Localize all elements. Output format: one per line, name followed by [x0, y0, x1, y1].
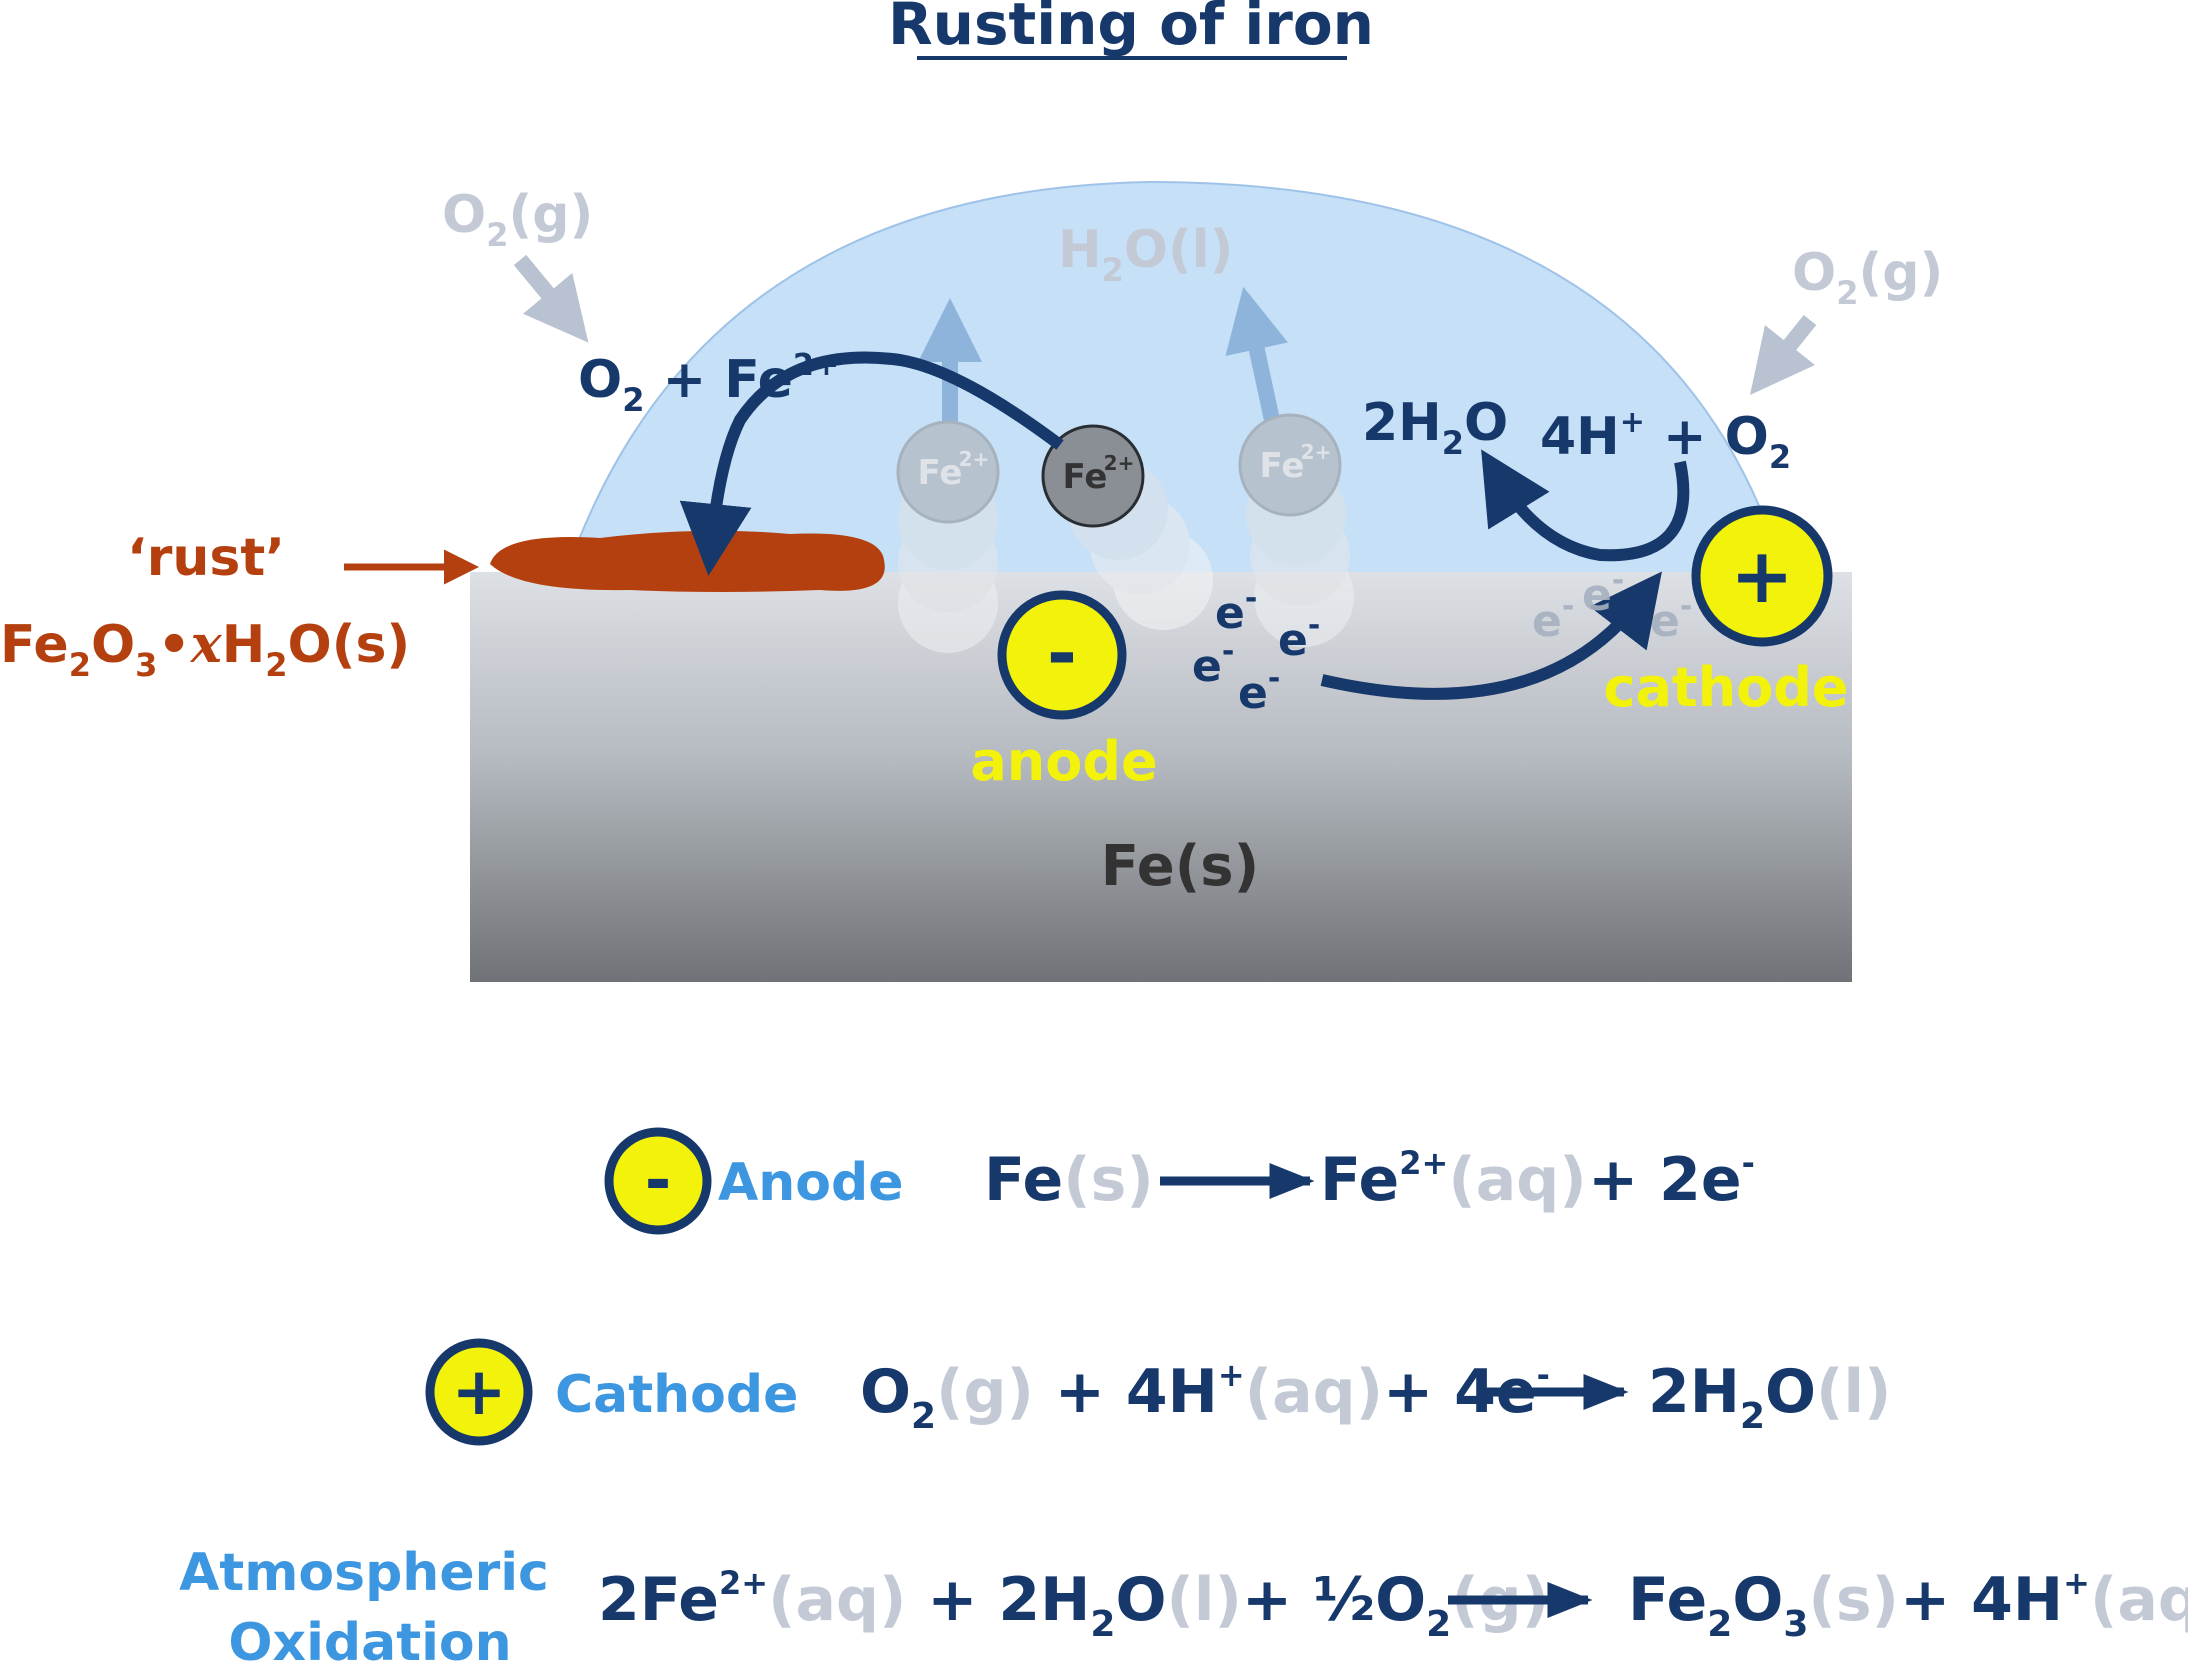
- svg-text:Fe: Fe: [918, 453, 963, 493]
- svg-text:2+: 2+: [959, 447, 990, 471]
- water-droplet: [564, 180, 1761, 575]
- anode-electrons: + 2e-: [1588, 1144, 1755, 1215]
- fe-ion-to-rust-arrow: [679, 351, 1064, 576]
- fe-ion-faded-1: Fe 2+: [896, 420, 1000, 524]
- cathode-product: 2H2O(l): [1648, 1357, 1891, 1437]
- atmospheric-label-line2: Oxidation: [228, 1613, 511, 1668]
- o2-gas-left: O2(g): [442, 185, 593, 254]
- svg-text:e-: e-: [1650, 589, 1692, 647]
- atmospheric-products: Fe2O3(s): [1628, 1565, 1899, 1645]
- iron-label: Fe(s): [1101, 834, 1259, 899]
- cathode-product-label: 2H2O: [1362, 393, 1508, 462]
- svg-text:+: +: [451, 1353, 506, 1430]
- svg-text:e-: e-: [1582, 563, 1624, 621]
- cathode-reaction-arrow: [1481, 449, 1690, 562]
- atmospheric-reactants: 2Fe2+(aq) + 2H2O(l)+ ½O2(g): [598, 1564, 1549, 1645]
- svg-text:Fe: Fe: [1260, 446, 1305, 486]
- fe-ion: Fe 2+: [1041, 424, 1145, 528]
- cathode-reactants-label: 4H+ + O2: [1540, 405, 1791, 476]
- svg-text:e-: e-: [1215, 581, 1257, 639]
- cathode-reactants: O2(g) + 4H+(aq)+ 4e-: [860, 1356, 1550, 1437]
- anode-reactant: Fe(s): [984, 1145, 1154, 1215]
- rust-reactants-label: O2 + Fe2+: [578, 348, 839, 419]
- svg-text:e-: e-: [1238, 661, 1280, 719]
- cathode-label: cathode: [1603, 656, 1848, 719]
- atmospheric-hydrogen: + 4H+(aq): [1900, 1564, 2188, 1635]
- anode-icon: [604, 1127, 712, 1235]
- o2-right-arrow: [1750, 315, 1817, 395]
- electrons-cathode: e- e- e-: [1532, 563, 1692, 647]
- water-vapour-label: H2O(l): [1058, 220, 1233, 289]
- svg-text:e-: e-: [1278, 608, 1320, 666]
- svg-text:e-: e-: [1532, 589, 1574, 647]
- cathode-equation: + Cathode O2(g) + 4H+(aq)+ 4e- 2H2O(l): [425, 1338, 1891, 1446]
- fe-ion-faded-2: Fe 2+: [1238, 413, 1342, 517]
- rust-formula: Fe2O3•xH2O(s): [0, 614, 410, 684]
- cathode-icon: [425, 1338, 533, 1446]
- svg-text:2+: 2+: [1104, 451, 1135, 475]
- atmospheric-equation: Atmospheric Oxidation 2Fe2+(aq) + 2H2O(l…: [179, 1543, 2188, 1668]
- svg-text:2+: 2+: [1301, 440, 1332, 464]
- anode-equation-label: Anode: [718, 1153, 903, 1213]
- cathode-electrode: +: [1691, 505, 1833, 647]
- fe-ion-up-arrow-2: [1225, 286, 1289, 422]
- svg-text:+: +: [1730, 531, 1794, 620]
- svg-text:e-: e-: [1192, 634, 1234, 692]
- o2-left-arrow: [513, 254, 589, 343]
- rust-label: ‘rust’: [127, 528, 285, 588]
- electron-flow-arrow: [1320, 571, 1662, 700]
- cathode-equation-label: Cathode: [555, 1365, 798, 1425]
- anode-product: Fe2+(aq): [1320, 1144, 1587, 1215]
- svg-text:-: -: [1047, 611, 1077, 695]
- page-title: Rusting of iron: [888, 0, 1374, 58]
- svg-text:Fe: Fe: [1063, 457, 1108, 497]
- electrons-anode: e- e- e- e-: [1192, 581, 1320, 719]
- anode-label: anode: [970, 730, 1157, 793]
- iron-block: [470, 572, 1852, 982]
- anode-electrode: -: [997, 590, 1127, 720]
- o2-gas-right: O2(g): [1792, 243, 1943, 312]
- anode-equation: - Anode Fe(s) Fe2+(aq) + 2e-: [604, 1127, 1755, 1235]
- rust-deposit: [490, 530, 885, 592]
- atmospheric-label-line1: Atmospheric: [179, 1543, 549, 1603]
- svg-text:-: -: [645, 1144, 672, 1218]
